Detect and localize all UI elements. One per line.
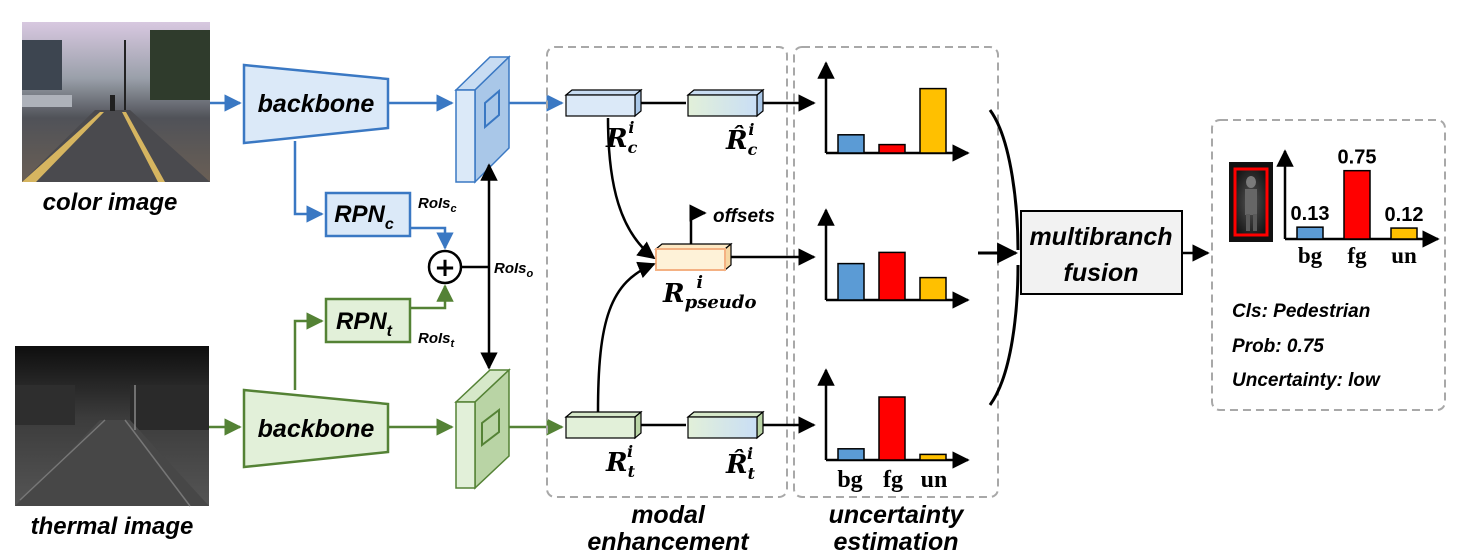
histogram-pseudo bbox=[817, 208, 970, 309]
uncertainty-estimation-label-2: estimation bbox=[833, 528, 958, 556]
value-label-bg: 0.13 bbox=[1291, 203, 1330, 225]
backbone-color-label: backbone bbox=[258, 90, 375, 118]
bar-color-un bbox=[919, 87, 947, 154]
modal-enhancement-label-2: enhancement bbox=[587, 528, 750, 556]
bar-output-bg bbox=[1296, 226, 1324, 240]
rpn-color-box bbox=[324, 191, 412, 238]
backbone-thermal-label: backbone bbox=[258, 415, 375, 443]
bar-color-bg bbox=[837, 134, 865, 154]
category-label-fg: fg bbox=[1347, 243, 1367, 268]
modal-enhancement-label-1: modal bbox=[631, 501, 706, 529]
rc-hat-label: R̂ci bbox=[725, 120, 758, 159]
histogram-thermal bbox=[817, 368, 970, 469]
color-image-label: color image bbox=[43, 189, 178, 216]
output-uncertainty: Uncertainty: low bbox=[1232, 370, 1381, 391]
feature-map-thermal bbox=[454, 368, 511, 490]
rpn-thermal-label: RPNt bbox=[336, 308, 393, 340]
uncertainty-estimation-box bbox=[793, 46, 999, 498]
hist-category-bg: bg bbox=[837, 467, 862, 493]
color-image bbox=[22, 22, 210, 182]
output-cls: Cls: Pedestrian bbox=[1232, 301, 1370, 322]
bar-output-un bbox=[1390, 227, 1418, 240]
offsets-label: offsets bbox=[713, 206, 775, 227]
rois-overall-label: RoIso bbox=[494, 260, 534, 280]
output-prob: Prob: 0.75 bbox=[1232, 336, 1324, 357]
value-label-un: 0.12 bbox=[1385, 204, 1424, 226]
hist-category-un: un bbox=[921, 467, 948, 493]
fusion-label-1: multibranch bbox=[1029, 223, 1172, 251]
rois-color-label: RoIsc bbox=[418, 195, 457, 215]
output-histogram: 0.13 bg 0.75 fg 0.12 un bbox=[1276, 147, 1440, 268]
plus-symbol: + bbox=[434, 253, 456, 283]
hist-category-fg: fg bbox=[883, 467, 903, 493]
feature-rc bbox=[564, 88, 643, 118]
bar-pseudo-bg bbox=[837, 262, 865, 301]
bar-thermal-fg bbox=[878, 396, 906, 461]
modal-enhancement-arrows bbox=[596, 94, 816, 434]
modal-enhancement-box bbox=[546, 46, 788, 498]
rpn-color-label: RPNc bbox=[334, 201, 394, 233]
backbone-thermal bbox=[242, 388, 390, 469]
multibranch-fusion-box bbox=[1020, 210, 1183, 295]
uncertainty-estimation-label-1: uncertainty bbox=[829, 501, 965, 529]
category-label-un: un bbox=[1391, 243, 1417, 268]
thermal-image-label: thermal image bbox=[31, 513, 194, 540]
feature-rc-hat bbox=[686, 88, 765, 118]
output-box bbox=[1211, 119, 1446, 411]
feature-rt bbox=[564, 410, 643, 440]
category-label-bg: bg bbox=[1298, 243, 1323, 268]
pedestrian-crop bbox=[1229, 162, 1273, 242]
thermal-image bbox=[15, 346, 209, 507]
rois-thermal-label: RoIst bbox=[418, 330, 456, 350]
rt-hat-label: R̂ti bbox=[725, 444, 756, 483]
rpn-thermal-box bbox=[324, 297, 412, 344]
feature-map-color bbox=[454, 55, 511, 184]
fusion-connectors bbox=[978, 109, 1020, 406]
bar-pseudo-un bbox=[919, 276, 947, 301]
value-label-fg: 0.75 bbox=[1338, 147, 1377, 169]
bar-output-fg bbox=[1343, 169, 1371, 240]
fusion-label-2: fusion bbox=[1064, 259, 1139, 287]
backbone-color bbox=[242, 63, 390, 145]
rois-overall-arrows bbox=[461, 163, 498, 370]
bar-color-fg bbox=[878, 143, 906, 154]
thermal-branch-arrows bbox=[209, 284, 564, 436]
bar-thermal-bg bbox=[837, 448, 865, 461]
feature-rpseudo bbox=[654, 242, 733, 272]
bar-pseudo-fg bbox=[878, 251, 906, 301]
color-branch-arrows bbox=[210, 94, 564, 250]
rpseudo-label: Rpseudoi bbox=[662, 273, 756, 313]
bar-thermal-un bbox=[919, 453, 947, 461]
histogram-color bbox=[817, 61, 970, 162]
rc-label: Rci bbox=[605, 118, 638, 157]
rt-label: Rti bbox=[605, 442, 636, 481]
feature-rt-hat bbox=[686, 410, 765, 440]
